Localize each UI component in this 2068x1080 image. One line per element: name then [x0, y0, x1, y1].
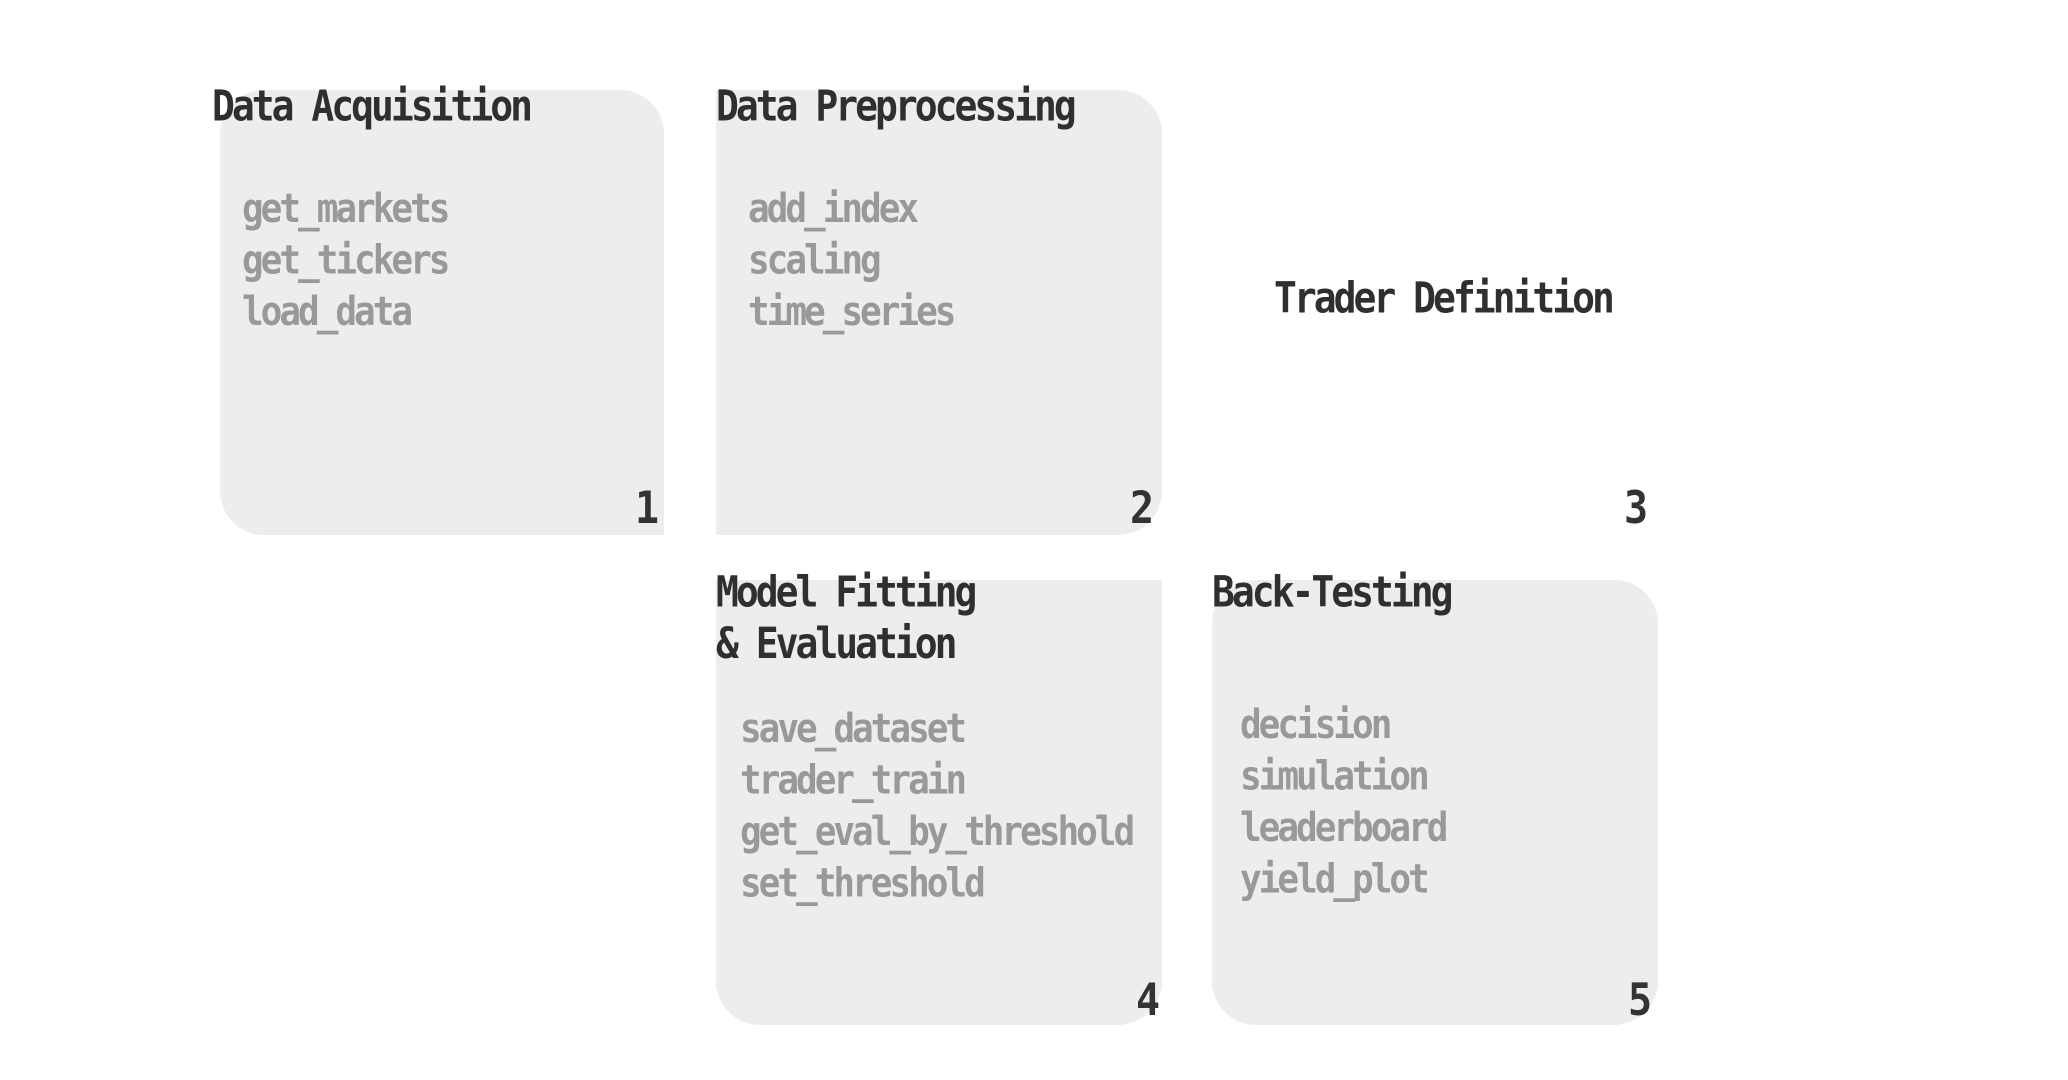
stage-number-3: 3 — [1624, 482, 1649, 535]
stage-card-back-testing — [1212, 580, 1658, 1025]
function-simulation: simulation — [1240, 753, 1430, 800]
function-load-data: load_data — [242, 289, 413, 336]
function-get-eval-by-threshold: get_eval_by_threshold — [740, 809, 1135, 856]
stage-number-4: 4 — [1136, 974, 1161, 1027]
stage-card-data-preprocessing — [716, 90, 1162, 535]
function-get-markets: get_markets — [242, 186, 450, 233]
stage-title-model-fitting: Model Fitting & Evaluation — [716, 567, 977, 668]
function-scaling: scaling — [748, 237, 882, 284]
stage-number-1: 1 — [635, 482, 660, 535]
function-set-threshold: set_threshold — [740, 860, 986, 907]
function-get-tickers: get_tickers — [242, 237, 450, 284]
function-save-dataset: save_dataset — [740, 706, 967, 753]
function-list-data-acquisition: get_markets get_tickers load_data — [242, 184, 450, 339]
stage-title-data-preprocessing: Data Preprocessing — [716, 81, 1077, 131]
stage-title-trader-definition: Trader Definition — [1274, 273, 1615, 323]
function-list-back-testing: decision simulation leaderboard yield_pl… — [1240, 700, 1448, 906]
function-time-series: time_series — [748, 289, 956, 336]
stage-card-model-fitting — [716, 580, 1162, 1025]
function-yield-plot: yield_plot — [1240, 856, 1430, 903]
stage-number-2: 2 — [1130, 482, 1155, 535]
function-list-model-fitting: save_dataset trader_train get_eval_by_th… — [740, 704, 1135, 910]
function-decision: decision — [1240, 702, 1392, 749]
stage-title-back-testing: Back-Testing — [1212, 567, 1454, 617]
stage-title-data-acquisition: Data Acquisition — [212, 81, 533, 131]
function-leaderboard: leaderboard — [1240, 805, 1448, 852]
function-list-data-preprocessing: add_index scaling time_series — [748, 184, 956, 339]
function-trader-train: trader_train — [740, 757, 967, 804]
stage-card-data-acquisition — [220, 90, 664, 535]
stage-number-5: 5 — [1628, 974, 1653, 1027]
function-add-index: add_index — [748, 186, 919, 233]
